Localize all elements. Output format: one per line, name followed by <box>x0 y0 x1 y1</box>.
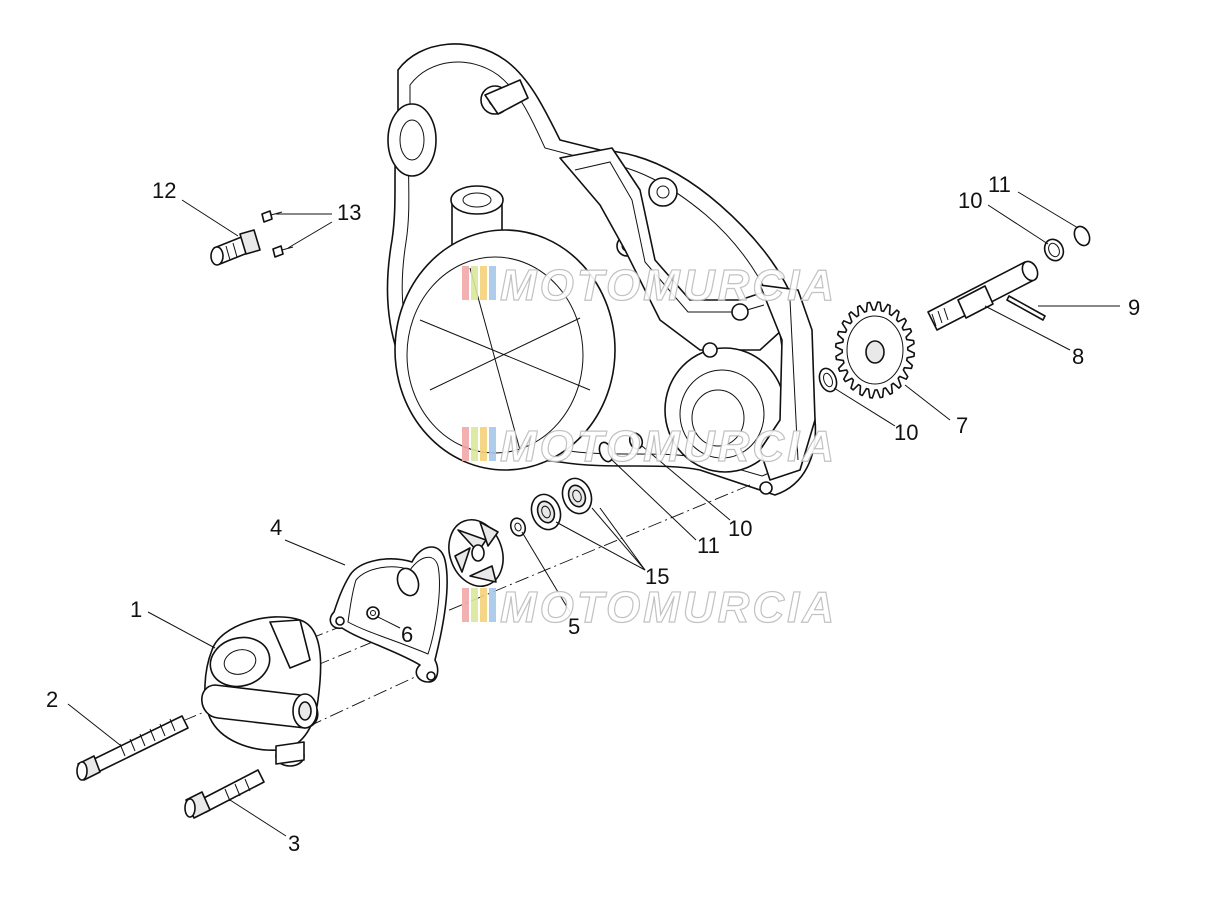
callout-13: 13 <box>337 200 361 225</box>
callout-7: 7 <box>956 413 968 438</box>
watermark-2: MOTOMURCIA <box>462 421 837 472</box>
engine-side-cover <box>386 43 817 496</box>
callout-5: 5 <box>568 614 580 639</box>
callout-4: 4 <box>270 515 282 540</box>
part-8-pump-shaft <box>927 260 1039 331</box>
part-7-drive-gear <box>834 301 916 399</box>
callout-8: 8 <box>1072 344 1084 369</box>
part-13-screws <box>261 210 294 258</box>
callout-11-top: 11 <box>988 172 1011 197</box>
part-10-washer-mid <box>818 367 838 393</box>
part-6-nut <box>366 606 380 620</box>
callout-1: 1 <box>130 597 142 622</box>
part-9-pin <box>1006 295 1046 321</box>
callout-10-top: 10 <box>958 188 982 213</box>
watermark-1: MOTOMURCIA <box>462 260 837 311</box>
part-10-washer-top <box>1043 238 1065 262</box>
part-1-pump-cover <box>201 616 322 767</box>
watermark-text-1: MOTOMURCIA <box>500 261 837 310</box>
callout-10-mid: 10 <box>894 420 918 445</box>
callout-labels: 1 2 3 4 5 6 7 8 9 10 10 10 11 11 12 13 1… <box>46 172 1140 856</box>
callout-12: 12 <box>152 178 176 203</box>
part-12-plug <box>210 229 261 266</box>
part-4-gasket <box>329 546 448 683</box>
part-5-washer <box>509 517 527 537</box>
part-2-long-bolt <box>76 715 189 781</box>
callout-9: 9 <box>1128 295 1140 320</box>
part-11-circlip-top <box>1073 225 1091 247</box>
callout-6: 6 <box>401 622 413 647</box>
part-3-short-bolt <box>184 769 265 819</box>
watermark-text-3: MOTOMURCIA <box>500 583 837 632</box>
callout-3: 3 <box>288 831 300 856</box>
callout-10-low: 10 <box>728 516 752 541</box>
watermark-3: MOTOMURCIA <box>462 582 837 633</box>
impeller <box>448 519 504 587</box>
watermark-text-2: MOTOMURCIA <box>500 422 837 471</box>
callout-2: 2 <box>46 687 58 712</box>
part-15-seals <box>530 477 593 531</box>
callout-11-low: 11 <box>697 533 720 558</box>
callout-15: 15 <box>645 564 669 589</box>
part-10-washer-low <box>628 432 644 450</box>
leader-lines <box>67 191 1120 837</box>
part-11-circlip-low <box>598 441 614 463</box>
